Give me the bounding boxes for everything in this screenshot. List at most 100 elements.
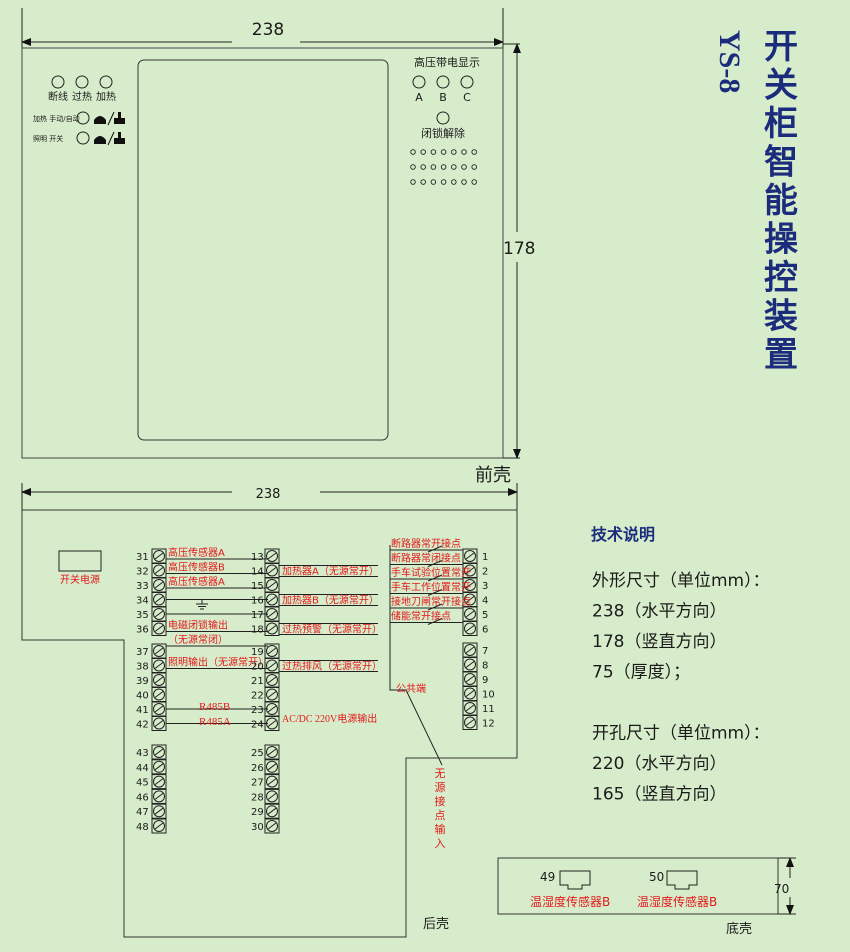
spec-line: 外形尺寸（单位mm）：	[592, 571, 770, 591]
terminal-24-icon	[264, 716, 280, 731]
title-char: 能	[764, 181, 798, 221]
terminal-number-5: 5	[482, 610, 488, 621]
hv-display-title: 高压带电显示	[414, 55, 480, 69]
phase-a-led-icon	[412, 75, 426, 89]
title-char: 操	[764, 220, 798, 260]
button-dot-icon	[430, 149, 437, 155]
rear-panel: 238 后壳 开关电源 3132333435363738394041424344…	[21, 483, 518, 938]
terminal-45-icon	[151, 774, 167, 790]
specs-heading: 技术说明	[591, 525, 655, 544]
terminal-number-7: 7	[482, 646, 488, 657]
terminal-number-17: 17	[251, 610, 264, 621]
front-width-label: 238	[252, 20, 284, 40]
terminal-14-icon	[264, 563, 280, 578]
sensor-connector-50-icon	[666, 870, 698, 890]
right-terminal-block: 123456789101112断路器常开接点断路器常闭接点手车试验位置常开手车工…	[390, 537, 495, 730]
terminal-37-icon	[151, 643, 167, 659]
power-switch-label: 开关电源	[60, 573, 100, 586]
terminal-number-45: 45	[136, 778, 149, 789]
terminal-8-icon	[462, 657, 478, 672]
terminal-27-icon	[264, 774, 280, 790]
terminal-18-icon	[264, 621, 280, 636]
middle-terminal-label: 过热预警（无源常开）	[282, 623, 382, 636]
terminal-number-21: 21	[251, 676, 264, 687]
terminal-43-icon	[151, 744, 167, 760]
button-dot-icon	[420, 149, 426, 155]
terminal-30-icon	[264, 818, 280, 834]
left-terminal-block: 313233343536373839404142434445464748高压传感…	[136, 546, 268, 834]
button-dot-icon	[451, 179, 457, 185]
front-caption: 前壳	[475, 465, 511, 486]
terminal-number-32: 32	[136, 567, 149, 578]
left-terminal-label: 照明输出（无源常开）	[168, 656, 268, 669]
button-dot-icon	[471, 164, 477, 170]
terminal-48-icon	[151, 818, 167, 834]
terminal-number-39: 39	[136, 676, 149, 687]
terminal-number-22: 22	[251, 691, 264, 702]
terminal-15-icon	[264, 577, 280, 593]
terminal-number-28: 28	[251, 792, 264, 803]
terminal-39-icon	[151, 672, 167, 688]
heating-led-icon	[99, 75, 113, 89]
button-dot-grid	[410, 149, 477, 185]
passive-input-char: 点	[435, 809, 446, 822]
terminal-number-40: 40	[136, 691, 149, 702]
terminal-22-icon	[264, 687, 280, 702]
terminal-31-icon	[151, 548, 167, 564]
terminal-number-20: 20	[251, 662, 264, 673]
terminal-number-14: 14	[251, 567, 264, 578]
front-shell	[21, 47, 504, 459]
terminal-26-icon	[264, 759, 280, 775]
title-char: 智	[764, 143, 798, 183]
indicator-label-broken: 断线	[48, 90, 68, 103]
terminal-25-icon	[264, 744, 280, 760]
heat-mode-led-icon	[76, 111, 90, 125]
terminal-28-icon	[264, 788, 280, 804]
ground-icon	[196, 600, 208, 610]
button-dot-icon	[440, 149, 447, 155]
base-caption: 底壳	[726, 921, 752, 937]
overheat-led-icon	[75, 75, 89, 89]
terminal-number-23: 23	[251, 705, 264, 716]
terminal-number-3: 3	[482, 581, 488, 592]
spec-line: 开孔尺寸（单位mm）：	[592, 724, 770, 744]
light-led-icon	[76, 131, 90, 145]
right-terminal-label: 手车工作位置常开	[391, 581, 471, 594]
button-dot-icon	[461, 179, 467, 185]
title-char: 开	[764, 27, 798, 67]
base-panel: 70 49 温湿度传感器B 50 温湿度传感器B 底壳	[497, 857, 796, 937]
sensor-label-49: 温湿度传感器B	[530, 894, 610, 909]
light-switch-label: 照明 开关	[33, 134, 63, 143]
sensor-label-50: 温湿度传感器B	[637, 894, 717, 909]
button-dot-icon	[430, 164, 437, 170]
middle-terminal-label: 加热器A（无源常开）	[282, 565, 379, 578]
terminal-number-25: 25	[251, 748, 264, 759]
passive-input-char: 输	[435, 822, 446, 836]
right-terminal-label: 断路器常开接点	[391, 537, 461, 550]
model-number: YS-8	[713, 30, 746, 93]
terminal-number-19: 19	[251, 647, 264, 658]
button-dot-icon	[420, 179, 426, 185]
terminal-number-4: 4	[482, 596, 488, 607]
base-height-label: 70	[774, 882, 789, 896]
lock-release-label: 闭锁解除	[421, 126, 465, 140]
button-dot-icon	[440, 164, 447, 170]
right-terminal-label: 储能常开接点	[391, 610, 451, 623]
terminal-number-37: 37	[136, 647, 149, 658]
common-terminal-label: 公共端	[396, 682, 426, 695]
title-char: 柜	[764, 104, 798, 144]
button-dot-icon	[461, 164, 467, 170]
rear-caption: 后壳	[423, 917, 449, 932]
left-terminal-label: 电磁闭锁输出	[168, 619, 228, 632]
terminal-number-48: 48	[136, 822, 149, 833]
title-char: 置	[764, 335, 798, 375]
title-char: 控	[764, 258, 798, 298]
terminal-number-41: 41	[136, 705, 149, 716]
terminal-7-icon	[462, 642, 478, 658]
terminal-number-9: 9	[482, 675, 488, 686]
terminal-number-44: 44	[136, 763, 149, 774]
phase-b-led-icon	[436, 75, 450, 89]
spec-line: 75（厚度）；	[592, 663, 690, 683]
